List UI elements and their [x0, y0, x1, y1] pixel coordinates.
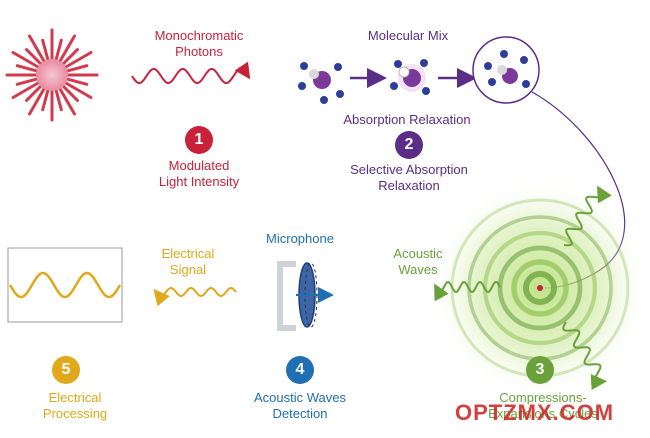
signal-display — [7, 247, 123, 323]
watermark-text: OPTZMX.COM — [455, 400, 615, 425]
step-3-label: Compressions-Expansions Cycles — [488, 390, 598, 421]
molecule-2-icon — [390, 59, 430, 95]
step-3-badge: 3 — [526, 356, 554, 384]
acoustic-wave-left — [434, 280, 501, 302]
step-5-badge: 5 — [52, 356, 80, 384]
molecule-3-icon — [472, 36, 540, 104]
step-2-badge: 2 — [395, 131, 423, 159]
molecular-mix-label: Molecular Mix — [367, 28, 449, 43]
microphone-icon — [277, 261, 334, 331]
acoustic-source-dot — [537, 285, 543, 291]
acoustic-wave-up — [563, 185, 612, 247]
step-4-badge: 4 — [286, 356, 314, 384]
electrical-signal-wave — [153, 286, 237, 307]
microphone-label: Microphone — [266, 231, 334, 246]
signal-display-wave — [8, 271, 122, 299]
acoustic-wave-down — [562, 321, 608, 391]
molecule-1-icon — [298, 62, 344, 104]
light-source-icon — [5, 28, 99, 122]
photon-wave — [131, 61, 251, 84]
step-1-badge: 1 — [185, 126, 213, 154]
absorption-relaxation-label: Absorption Relaxation — [343, 112, 471, 127]
